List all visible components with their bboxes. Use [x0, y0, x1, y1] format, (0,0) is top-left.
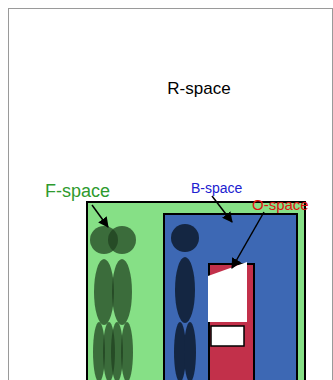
leader-arrow — [232, 212, 264, 268]
person-figure — [108, 226, 136, 380]
region-box: O-space — [208, 263, 255, 380]
person-figure — [171, 224, 199, 380]
label-anchor: R-space — [167, 79, 230, 99]
region-box: F-spaceB-spaceO-space — [86, 201, 306, 380]
label-anchor: B-space — [191, 179, 242, 197]
region-label: O-space — [252, 196, 309, 214]
region-label: B-space — [191, 180, 242, 197]
label-anchor: F-space — [45, 181, 110, 203]
region-label: F-space — [45, 181, 110, 203]
leader-arrow — [92, 205, 108, 227]
region-box: R-spaceF-spaceB-spaceO-space — [8, 8, 333, 380]
door-detail — [208, 262, 247, 346]
leader-arrow — [212, 196, 232, 222]
region-box: B-spaceO-space — [163, 213, 298, 380]
region-label: R-space — [167, 79, 230, 99]
label-anchor: O-space — [252, 196, 309, 214]
person-figure — [90, 226, 118, 380]
